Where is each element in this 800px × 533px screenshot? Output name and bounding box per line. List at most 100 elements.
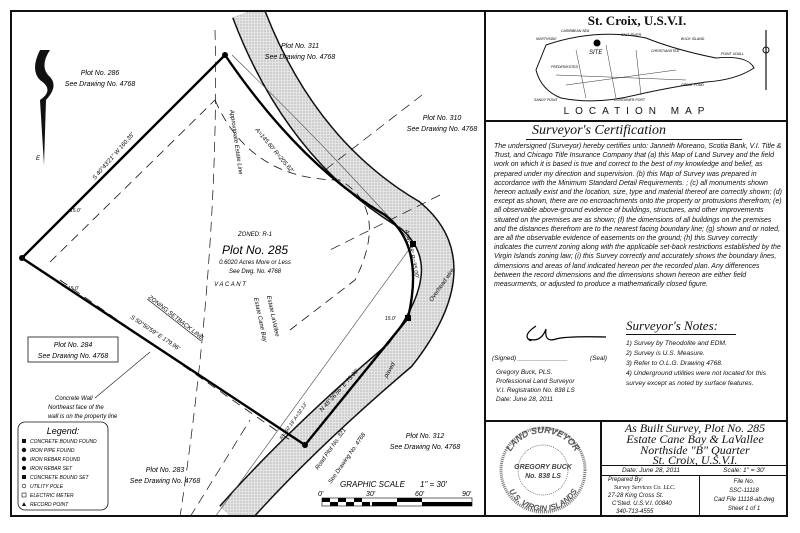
notes-title: Surveyor's Notes: [626,318,736,335]
surveyor-registration: V.I. Registration No. 838 LS [496,387,575,394]
seal-top-text: LAND SURVEYOR [504,425,582,453]
utility-pole-icon [410,241,416,247]
estate-lavallee-label: Estate LaVallee [265,295,280,338]
surveyor-name: Gregory Buck, PLS. [496,369,553,376]
prepared-by-label: Prepared By: [608,477,644,483]
bearing-nw: S 40°43'21" W 160.35' [92,132,136,182]
main-plot-title: Plot No. 285 [222,243,288,257]
monument-marker [405,315,411,321]
title-scale: Scale: 1" = 30' [723,467,765,474]
legend-title: Legend: [47,426,80,436]
graphic-scale: GRAPHIC SCALE 1" = 30' 0' 30' 60' 90' [318,480,473,507]
seal-number: No. 838 LS [525,473,561,480]
map-place: CONTAINER PORT [614,98,646,102]
wall-note: Northeast face of the [48,405,104,411]
plot-status: V A C A N T [214,282,247,288]
company-phone: 340-713-4555 [616,509,654,515]
signature-date: Date: June 28, 2011 [496,396,554,403]
scale-tick: 60' [415,491,425,498]
scale-title: GRAPHIC SCALE [340,480,406,489]
title-line-4: St. Croix, U.S.V.I. [652,453,738,468]
title-line-1: As Built Survey, Plot No. 285 [624,421,766,435]
company-name: Survey Services Co. LLC. [614,485,676,491]
company-address-1: 27-28 King Cross St. [608,493,664,499]
title-line-2: Estate Cane Bay & LaVallee [626,431,764,446]
title-line-3: Northside "B" Quarter [640,442,750,457]
surveyor-role: Professional Land Surveyor [496,378,575,385]
scale-tick: 30' [366,491,376,498]
seal-label: (Seal) [590,355,608,362]
scale-tick: 0' [318,491,324,498]
site-label: SITE [589,50,603,56]
certification-body: The undersigned (Surveyor) hereby certif… [494,143,782,289]
map-place: FREDERIKSTED [551,65,579,69]
plot-area: 0.6020 Acres More or Less [219,260,291,266]
signature-icon [526,325,607,342]
monument-marker [19,255,25,261]
scale-ratio: 1" = 30' [420,480,447,489]
plot-label: Plot No. 283 [146,467,185,474]
plot-reference: See Drawing No. 4768 [390,444,461,451]
legend-item: RECORD POINT [30,502,69,508]
map-place: BUCK ISLAND [681,37,705,41]
survey-drawing: E Plot No. 311 See Drawing No. 4768 Plot… [17,12,478,515]
seal-name: GREGORY BUCK [514,464,573,471]
island-outline-icon: CARIBBEAN SEA NORTHSIDE SALT RIVER BUCK … [534,29,770,102]
legend-item: IRON REBAR FOUND [30,457,81,463]
note-item: 2) Survey is U.S. Measure. [626,350,705,357]
note-item: 4) Underground utilities were not locate… [626,370,767,387]
map-place: CHRISTIANSTED [651,49,680,53]
plot-reference: See Drawing No. 4768 [407,126,478,133]
legend-item: UTILITY POLE [30,484,64,490]
title-details: Date: June 28, 2011 Scale: 1" = 30' Prep… [602,465,788,517]
setback-dimension: 15.0' [68,286,80,292]
plot-label: Plot No. 311 [281,43,319,50]
certification-title: Surveyor's Certification [526,123,742,140]
svg-text:LAND SURVEYOR: LAND SURVEYOR [504,425,582,453]
legend-item: CONCRETE BOUND FOUND [30,439,97,445]
company-address-2: C'Sted. U.S.V.I. 00840 [612,501,672,507]
plot-label: Plot No. 310 [423,115,462,122]
title-block: As Built Survey, Plot No. 285 Estate Can… [602,420,788,468]
wall-note: Concrete Wall [55,396,93,402]
map-place: NORTHSIDE [536,37,557,41]
certification-section: Surveyor's Certification The undersigned… [486,122,788,318]
legend-item: CONCRETE BOUND SET [30,475,90,481]
seal-bottom-text: U.S. VIRGIN ISLANDS [507,487,579,513]
note-item: 3) Refer to O.L.G. Drawing 4768. [626,360,723,367]
svg-text:E: E [36,156,41,162]
estate-line-label: Approximate Estate Line [228,108,243,175]
plot-boundary [20,53,415,447]
plot-reference: See Drawing No. 4768 [65,81,136,88]
plot-label: Plot No. 286 [81,70,120,77]
surveyor-seal: LAND SURVEYOR U.S. VIRGIN ISLANDS GREGOR… [486,420,602,515]
legend-item: ELECTRIC METER [30,493,74,499]
plot-label: Plot No. 312 [406,433,445,440]
map-place: POINT UDALL [721,52,744,56]
legend-item: IRON PIPE FOUND [30,448,75,454]
plot-reference: See Drawing No. 4768 [265,54,336,61]
location-map: St. Croix, U.S.V.I. CARIBBEAN SEA NORTHS… [486,10,788,122]
sheet-number: Sheet 1 of 1 [727,506,761,512]
map-place: SALT RIVER [621,33,642,37]
monument-marker [302,442,308,448]
signed-line: (Signed) ______________ [492,355,568,362]
scale-tick: 90' [462,491,472,498]
plot-reference: See Drawing No. 4768 [130,478,201,485]
setback-dimension: 15.0' [70,208,82,214]
svg-text:U.S. VIRGIN ISLANDS: U.S. VIRGIN ISLANDS [507,487,579,513]
signature-section: (Signed) ______________ (Seal) Gregory B… [486,318,788,418]
plot-drawing-ref: See Dwg. No. 4768 [229,269,282,275]
estate-cane-bay-label: Estate Cane Bay [252,297,267,343]
north-arrow-icon: E [35,50,54,165]
map-place: CARIBBEAN SEA [561,29,590,33]
drawing-frame [10,10,788,517]
setback-dimension: 15.0' [385,316,397,322]
plot-label: Plot No. 284 [54,342,93,349]
info-panel: St. Croix, U.S.V.I. CARIBBEAN SEA NORTHS… [484,10,788,517]
legend: Legend: CONCRETE BOUND FOUND IRON PIPE F… [17,421,109,511]
file-number: SSC-11118 [729,488,759,494]
cad-file: Cad File 11118-ab.dwg [713,497,775,503]
map-place: GREAT POND [681,83,704,87]
map-place: SANDY POINT [534,98,559,102]
